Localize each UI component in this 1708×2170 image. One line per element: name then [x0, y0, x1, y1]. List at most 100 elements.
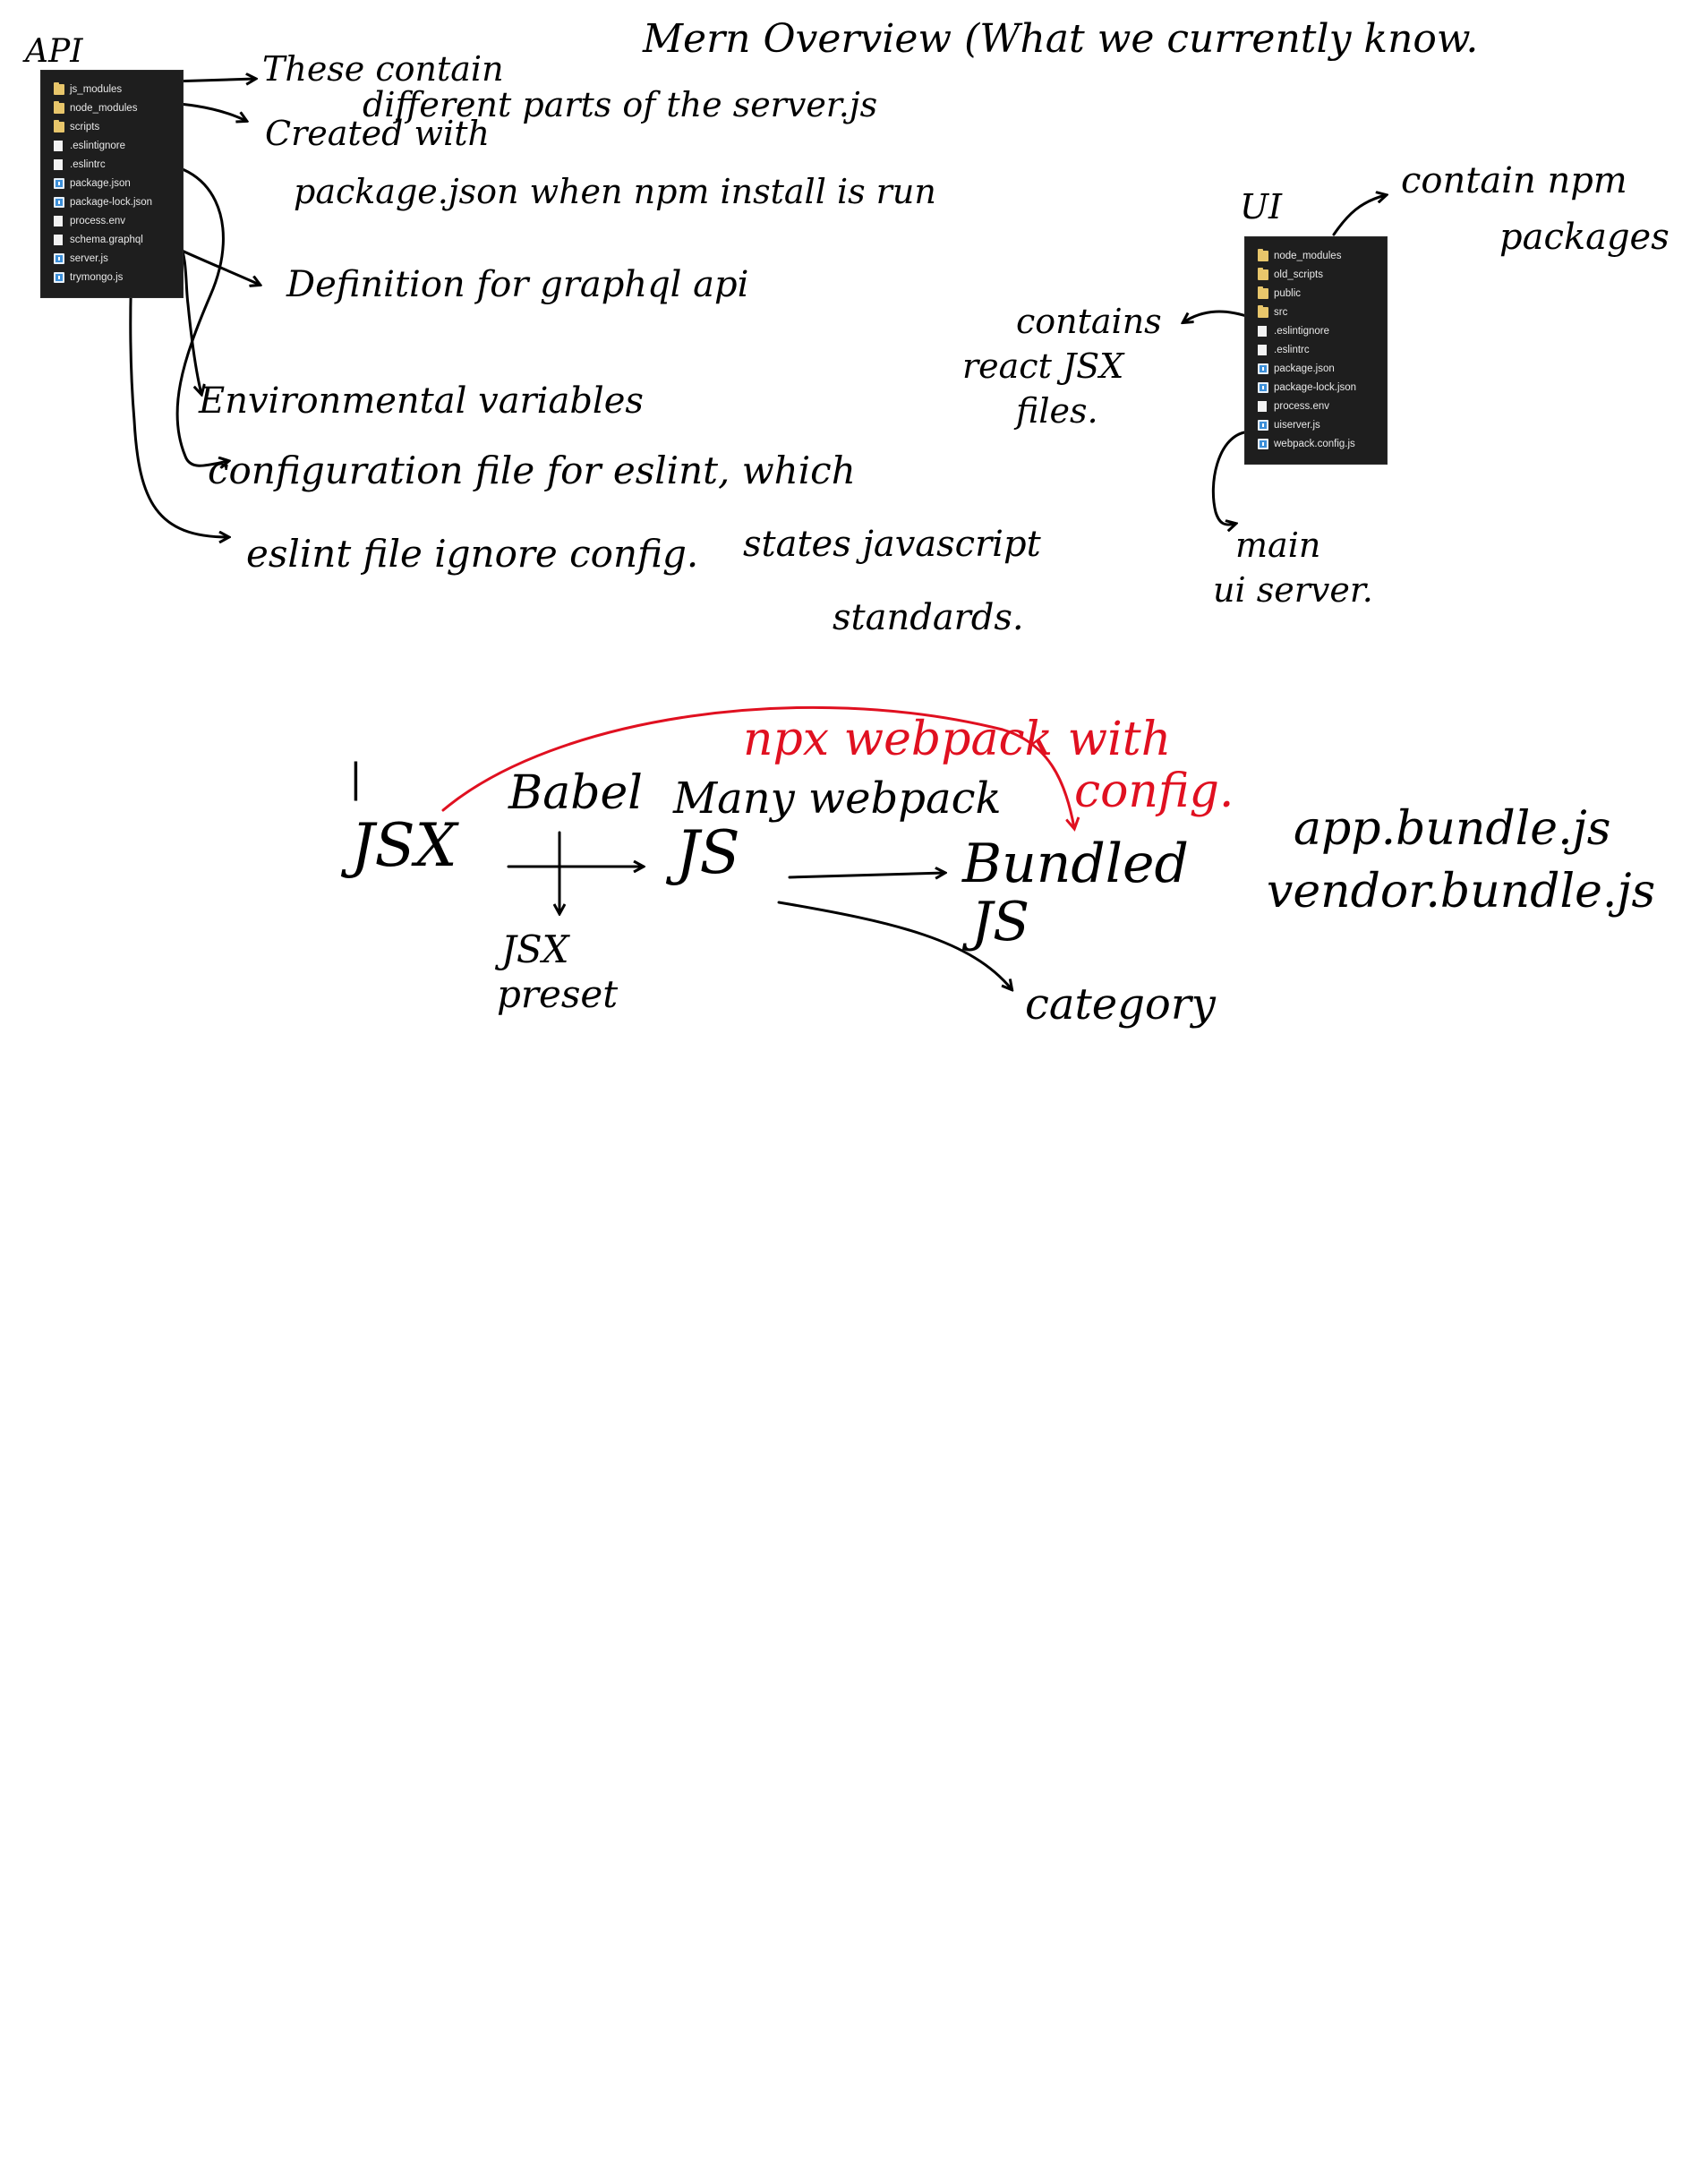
note-ui-src-2: react JSX [962, 346, 1124, 386]
api-file-item[interactable]: node_modules [41, 98, 183, 117]
label-babel: Babel [508, 766, 643, 820]
api-file-item[interactable]: package.json [41, 174, 183, 192]
file-icon [54, 140, 63, 151]
file-name: .eslintrc [1274, 344, 1310, 355]
page-title: Mern Overview (What we currently know. [643, 16, 1479, 62]
note-eslintrc-2: states javascript [743, 524, 1041, 565]
ui-file-item[interactable]: old_scripts [1245, 265, 1387, 284]
note-node-modules-1: Created with [265, 114, 490, 153]
note-ui-node-1: contain npm [1401, 160, 1627, 201]
file-name: src [1274, 306, 1288, 318]
note-ui-server-1: main [1235, 525, 1321, 565]
note-eslintrc-3: standards. [833, 597, 1024, 638]
ui-file-item[interactable]: node_modules [1245, 246, 1387, 265]
note-schema: Definition for graphql api [286, 264, 749, 305]
js-file-icon [1258, 381, 1268, 393]
node-jsx: JSX [351, 811, 457, 880]
api-file-item[interactable]: js_modules [41, 80, 183, 98]
ui-file-item[interactable]: public [1245, 284, 1387, 303]
note-js-modules-1: These contain [262, 49, 504, 89]
folder-icon [54, 100, 64, 114]
api-label: API [25, 33, 83, 70]
ui-file-item[interactable]: package.json [1245, 359, 1387, 378]
file-name: node_modules [1274, 250, 1342, 261]
note-ui-server-2: ui server. [1213, 570, 1373, 610]
ui-label: UI [1240, 187, 1283, 226]
file-icon [54, 158, 63, 170]
label-app-bundle: app.bundle.js [1294, 802, 1611, 856]
file-name: public [1274, 287, 1302, 299]
api-file-item[interactable]: trymongo.js [41, 268, 183, 286]
file-name: server.js [70, 252, 108, 264]
red-arrow-npx [441, 705, 1074, 828]
api-file-item[interactable]: process.env [41, 211, 183, 230]
folder-icon [1258, 267, 1268, 280]
note-node-modules-2: package.json when npm install is run [294, 172, 936, 211]
node-js: JS [676, 818, 740, 887]
file-name: package.json [1274, 363, 1335, 374]
folder-icon [54, 119, 64, 132]
note-eslintrc-1: configuration file for eslint, which [208, 449, 856, 492]
js-file-icon [1258, 419, 1268, 431]
file-name: process.env [70, 215, 126, 226]
folder-icon [1258, 248, 1268, 261]
file-name: js_modules [70, 83, 123, 95]
ui-file-item[interactable]: webpack.config.js [1245, 434, 1387, 453]
arrow-eslintrc [141, 161, 228, 466]
note-env: Environmental variables [199, 380, 644, 422]
js-file-icon [54, 252, 64, 264]
file-name: .eslintrc [70, 158, 106, 170]
file-name: node_modules [70, 102, 138, 114]
file-icon [1258, 344, 1267, 355]
note-ui-node-2: packages [1499, 217, 1670, 258]
arrow-ui-node [1332, 195, 1386, 236]
file-icon [54, 215, 63, 226]
js-file-icon [54, 177, 64, 189]
file-name: .eslintignore [1274, 325, 1330, 337]
note-js-modules-2: different parts of the server.js [363, 85, 878, 124]
js-file-icon [1258, 363, 1268, 374]
arrow-js-category [777, 901, 1012, 989]
folder-icon [1258, 304, 1268, 318]
ui-file-item[interactable]: uiserver.js [1245, 415, 1387, 434]
file-name: trymongo.js [70, 271, 124, 283]
ui-file-item[interactable]: src [1245, 303, 1387, 321]
label-vendor-bundle: vendor.bundle.js [1267, 865, 1656, 918]
file-name: scripts [70, 121, 100, 132]
js-file-icon [54, 271, 64, 283]
api-file-item[interactable]: .eslintignore [41, 136, 183, 155]
label-jsx-preset-2: preset [497, 972, 619, 1016]
file-icon [1258, 325, 1267, 337]
ui-file-item[interactable]: process.env [1245, 397, 1387, 415]
ui-file-item[interactable]: package-lock.json [1245, 378, 1387, 397]
arrow-ui-server [1211, 431, 1246, 525]
label-many-webpack: Many webpack [673, 773, 1002, 824]
api-file-item[interactable]: server.js [41, 249, 183, 268]
ui-file-item[interactable]: .eslintrc [1245, 340, 1387, 359]
ui-file-item[interactable]: .eslintignore [1245, 321, 1387, 340]
note-ui-src-1: contains [1016, 302, 1162, 341]
note-ui-src-3: files. [1016, 391, 1098, 431]
label-npx-webpack-1: npx webpack with [743, 713, 1172, 766]
file-name: package-lock.json [70, 196, 153, 208]
tick-mark: | [349, 756, 363, 801]
node-bundled-2: JS [971, 891, 1030, 953]
api-file-item[interactable]: scripts [41, 117, 183, 136]
note-eslintignore: eslint file ignore config. [246, 532, 699, 576]
node-bundled-1: Bundled [962, 833, 1189, 895]
folder-icon [54, 81, 64, 95]
js-file-icon [1258, 438, 1268, 449]
api-file-item[interactable]: schema.graphql [41, 230, 183, 249]
file-name: uiserver.js [1274, 419, 1320, 431]
file-name: package-lock.json [1274, 381, 1357, 393]
arrow-js-bundled [788, 873, 944, 877]
api-file-item[interactable]: .eslintrc [41, 155, 183, 174]
api-file-item[interactable]: package-lock.json [41, 192, 183, 211]
file-name: process.env [1274, 400, 1330, 412]
file-icon [54, 234, 63, 245]
